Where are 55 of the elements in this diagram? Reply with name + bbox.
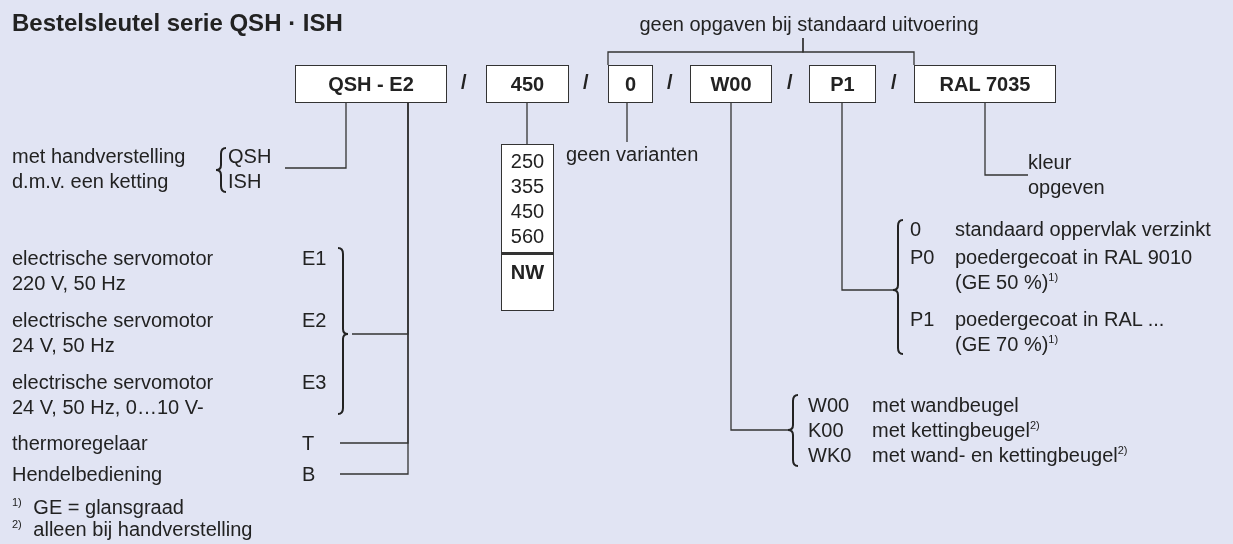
option-code: E3 — [302, 370, 327, 395]
option-description: electrische servomotor 24 V, 50 Hz — [12, 308, 215, 358]
option-code: E1 — [302, 246, 327, 271]
option-description: electrische servomotor 220 V, 50 Hz — [12, 246, 215, 296]
connector-line — [526, 102, 528, 145]
note-text: geen varianten — [566, 142, 706, 167]
code-box: QSH - E2 — [295, 65, 447, 103]
code-box: P1 — [809, 65, 876, 103]
separator-slash: / — [891, 70, 897, 95]
connector-line — [984, 102, 1029, 176]
separator-slash: / — [787, 70, 793, 95]
code-box: 450 — [486, 65, 569, 103]
note-text: geen opgaven bij standaard uitvoering — [628, 12, 990, 37]
option-code: P1 — [910, 307, 935, 332]
separator-slash: / — [461, 70, 467, 95]
connector-line — [802, 37, 915, 66]
size-value: 250 — [509, 149, 546, 174]
note-text: kleur opgeven — [1028, 150, 1112, 200]
option-description: met wandbeugel — [872, 393, 1019, 418]
connector-line — [284, 102, 347, 169]
code-box: W00 — [690, 65, 772, 103]
option-description: electrische servomotor 24 V, 50 Hz, 0…10 V- — [12, 370, 215, 420]
size-value: NW — [502, 252, 553, 285]
footnote: $^{1)}$ GE = glansgraad — [12, 496, 184, 518]
size-list-box — [501, 144, 554, 311]
option-code: 0 — [910, 217, 922, 242]
connector-line — [626, 102, 628, 143]
option-code: P0 — [910, 245, 935, 270]
connector-line — [841, 102, 894, 291]
diagram-title: Bestelsleutel serie QSH · ISH — [12, 8, 343, 38]
option-code: K00 — [808, 418, 844, 443]
size-value: 355 — [509, 174, 546, 199]
option-description: met kettingbeugel$^{2)}$ — [872, 418, 1040, 443]
option-description: poedergecoat in RAL 9010 (GE 50 %)$^{1)}$ — [955, 245, 1194, 295]
separator-slash: / — [667, 70, 673, 95]
code-box: 0 — [608, 65, 653, 103]
connector-line — [730, 102, 789, 431]
option-description: standaard oppervlak verzinkt — [955, 217, 1211, 242]
option-code: ISH — [228, 169, 262, 194]
code-box: RAL 7035 — [914, 65, 1056, 103]
option-code: WK0 — [808, 443, 852, 468]
option-description: met wand- en kettingbeugel$^{2)}$ — [872, 443, 1128, 468]
option-description: thermoregelaar — [12, 431, 148, 456]
footnote: $^{2)}$ alleen bij handverstelling — [12, 518, 253, 540]
option-description: Hendelbediening — [12, 462, 163, 487]
option-code: T — [302, 431, 315, 456]
option-code: B — [302, 462, 316, 487]
option-code: E2 — [302, 308, 327, 333]
separator-slash: / — [583, 70, 589, 95]
option-code: QSH — [228, 144, 272, 169]
size-value: 560 — [509, 224, 546, 249]
option-description: poedergecoat in RAL ... (GE 70 %)$^{1)}$ — [955, 307, 1166, 357]
option-description: met handverstelling d.m.v. een ketting — [12, 144, 187, 194]
option-code: W00 — [808, 393, 850, 418]
size-value: 450 — [509, 199, 546, 224]
